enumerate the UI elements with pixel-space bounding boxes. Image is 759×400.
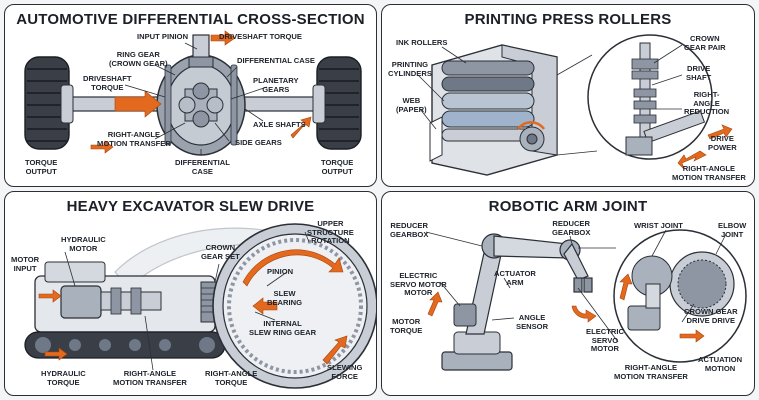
excavator-illustration (24, 223, 376, 389)
label-motor-torque: MOTOR TORQUE (390, 317, 423, 335)
torque-arrows (90, 30, 312, 154)
label-right-angle-motion-transfer-robot: RIGHT-ANGLE MOTION TRANSFER (614, 363, 688, 381)
label-angle-sensor: ANGLE SENSOR (516, 313, 549, 331)
label-internal-slew-ring-gear: INTERNAL SLEW RING GEAR (249, 319, 317, 337)
label-driveshaft-torque-left: DRIVESHAFT TORQUE (83, 74, 132, 92)
label-ring-gear: RING GEAR (CROWN GEAR) (109, 50, 168, 68)
label-input-pinion: INPUT PINION (137, 32, 189, 41)
web-paper (429, 116, 443, 162)
differential-illustration (24, 30, 362, 156)
label-actuator-arm: ACTUATOR ARM (494, 269, 536, 287)
label-slewing-force: SLEWING FORCE (327, 363, 363, 381)
joint-zoom (613, 229, 747, 363)
label-torque-output-left: TORQUE OUTPUT (25, 158, 58, 176)
label-differential-case: DIFFERENTIAL CASE (237, 56, 315, 65)
printing-illustration (417, 34, 733, 176)
differential-housing (156, 54, 246, 156)
robotic-arrows (427, 273, 705, 343)
label-web-paper: WEB (PAPER) (396, 96, 427, 114)
panel-title-excavator: HEAVY EXCAVATOR SLEW DRIVE (66, 198, 315, 215)
zoom-detail (587, 34, 713, 160)
label-planetary-gears: PLANETARY GEARS (253, 76, 299, 94)
excavator-arrows (38, 249, 348, 365)
label-axle-shafts: AXLE SHAFTS (253, 120, 306, 129)
robotic-illustration (425, 229, 747, 371)
right-tire (312, 56, 362, 150)
panel-title-differential: AUTOMOTIVE DIFFERENTIAL CROSS-SECTION (16, 11, 365, 28)
rollers (441, 60, 535, 142)
label-hydraulic-motor: HYDRAULIC MOTOR (61, 235, 106, 253)
label-drive-shaft: DRIVE SHAFT (686, 64, 712, 82)
label-driveshaft-torque-top: DRIVESHAFT TORQUE (219, 32, 302, 41)
panel-excavator: HEAVY EXCAVATOR SLEW DRIVE (4, 191, 377, 396)
left-tire (24, 56, 74, 150)
label-ink-rollers: INK ROLLERS (396, 38, 448, 47)
label-torque-output-right: TORQUE OUTPUT (321, 158, 354, 176)
label-right-angle-reduction: RIGHT- ANGLE REDUCTION (684, 90, 730, 117)
label-hydraulic-torque: HYDRAULIC TORQUE (41, 369, 86, 387)
label-elbow-joint: ELBOW JOINT (718, 221, 747, 239)
label-reducer-gearbox-left: REDUCER GEARBOX (390, 221, 429, 239)
label-pinion: PINION (267, 267, 294, 276)
panel-title-robotic: ROBOTIC ARM JOINT (488, 198, 648, 215)
excavator-tracks (24, 331, 226, 359)
hydraulic-motor (60, 285, 162, 319)
label-crown-gear-pair: CROWN GEAR PAIR (684, 34, 726, 52)
panel-printing: PRINTING PRESS ROLLERS (381, 4, 755, 187)
label-upper-structure-rotation: UPPER STRUCTURE ROTATION (307, 219, 354, 246)
label-side-gears: SIDE GEARS (235, 138, 282, 147)
label-right-angle-torque: RIGHT-ANGLE TORQUE (205, 369, 258, 387)
label-right-angle-motion-transfer: RIGHT-ANGLE MOTION TRANSFER (97, 130, 171, 148)
label-printing-cylinders: PRINTING CYLINDERS (388, 60, 432, 78)
label-slew-bearing: SLEW BEARING (267, 289, 303, 307)
label-right-angle-motion-transfer-print: RIGHT-ANGLE MOTION TRANSFER (672, 164, 746, 182)
label-electric-servo-mid: ELECTRIC SERVO MOTOR (586, 327, 624, 354)
label-wrist-joint: WRIST JOINT (634, 221, 683, 230)
label-electric-servo-left: ELECTRIC SERVO MOTOR MOTOR (390, 271, 447, 298)
panel-title-printing: PRINTING PRESS ROLLERS (464, 11, 672, 28)
label-differential-case-bottom: DIFFERENTIAL CASE (175, 158, 230, 176)
robot-base (441, 331, 513, 371)
label-motor-input: MOTOR INPUT (11, 255, 40, 273)
label-drive-power: DRIVE POWER (708, 134, 737, 152)
label-actuation-motion: ACTUATION MOTION (698, 355, 743, 373)
printing-arrows (677, 124, 733, 170)
panel-robotic: ROBOTIC ARM JOINT (381, 191, 755, 396)
panel-differential: AUTOMOTIVE DIFFERENTIAL CROSS-SECTION (4, 4, 377, 187)
label-crown-gear-drive: CROWN GEAR DRIVE DRIVE (684, 307, 738, 325)
label-crown-gear-set: CROWN GEAR SET (201, 243, 240, 261)
label-reducer-gearbox-mid: REDUCER GEARBOX (552, 219, 591, 237)
label-right-angle-motion-transfer-excavator: RIGHT-ANGLE MOTION TRANSFER (113, 369, 187, 387)
servo-motor (453, 303, 477, 327)
